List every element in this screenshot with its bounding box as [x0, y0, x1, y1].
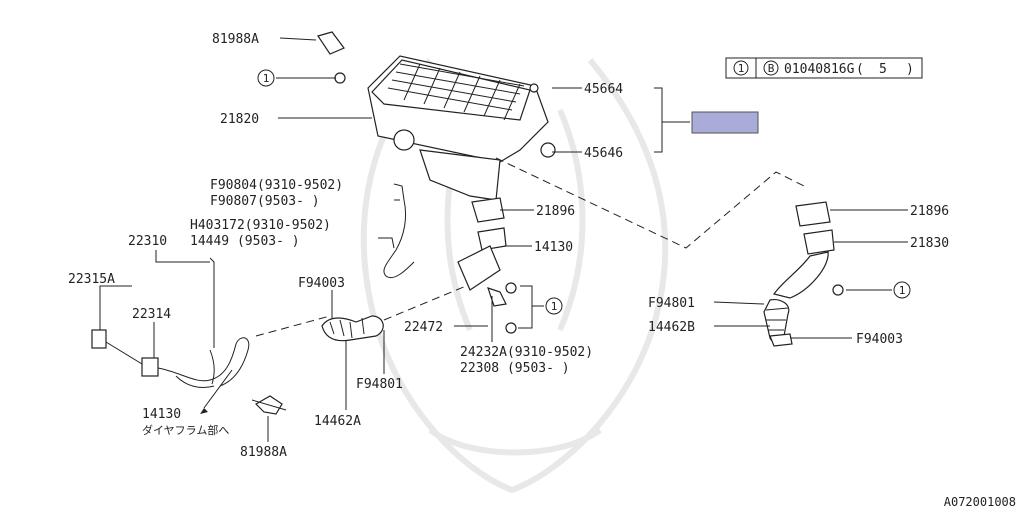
- label-22310: 22310: [128, 234, 167, 249]
- label-22472: 22472: [404, 320, 443, 335]
- label-H403172: H403172(9310-9502): [190, 218, 331, 233]
- label-21896-right: 21896: [910, 204, 949, 219]
- label-diaphragm-note: ダイヤフラム部へ: [142, 423, 229, 437]
- label-F94801-left: F94801: [356, 377, 403, 392]
- label-14462A: 14462A: [314, 414, 361, 429]
- parts-table: 1 B 01040816G ( 5 ): [725, 57, 923, 79]
- label-81988A-bottom: 81988A: [240, 445, 287, 460]
- callout-1-c: 1: [899, 284, 906, 297]
- arrow-head: [200, 408, 208, 414]
- label-14130-arrow: 14130: [142, 407, 181, 422]
- label-22315A: 22315A: [68, 272, 115, 287]
- table-mark: B: [768, 62, 775, 75]
- label-F94003-right: F94003: [856, 332, 903, 347]
- label-22314: 22314: [132, 307, 171, 322]
- label-45664: 45664: [584, 82, 623, 97]
- circle-callouts: [257, 69, 911, 315]
- table-circle-number: 1: [738, 62, 745, 75]
- label-81988A-top: 81988A: [212, 32, 259, 47]
- dashed-leaders: [255, 157, 805, 337]
- table-quantity: 5: [879, 62, 887, 77]
- label-21896-center: 21896: [536, 204, 575, 219]
- label-14462B: 14462B: [648, 320, 695, 335]
- label-24232A: 24232A(9310-9502): [460, 345, 593, 360]
- label-21830: 21830: [910, 236, 949, 251]
- callout-1-b: 1: [551, 300, 558, 313]
- svg-text:): ): [906, 62, 914, 77]
- table-part-number: 01040816G: [784, 62, 855, 77]
- label-F94003-left: F94003: [298, 276, 345, 291]
- leader-lines: [99, 37, 908, 442]
- svg-text:(: (: [856, 62, 864, 77]
- hose-14462A: [321, 315, 384, 342]
- highlight-marker: [691, 111, 759, 134]
- label-F90807: F90807(9503- ): [210, 194, 320, 209]
- label-14130-center: 14130: [534, 240, 573, 255]
- label-45646: 45646: [584, 146, 623, 161]
- label-F90804: F90804(9310-9502): [210, 178, 343, 193]
- label-21820: 21820: [220, 112, 259, 127]
- harness-22310: [91, 329, 287, 415]
- intercooler-21820: [317, 31, 556, 201]
- label-F94801-right: F94801: [648, 296, 695, 311]
- pipe-21830: [763, 201, 844, 347]
- label-22308: 22308 (9503- ): [460, 361, 570, 376]
- reference-code: A072001008: [944, 495, 1016, 509]
- label-14449: 14449 (9503- ): [190, 234, 300, 249]
- callout-1-a: 1: [263, 72, 270, 85]
